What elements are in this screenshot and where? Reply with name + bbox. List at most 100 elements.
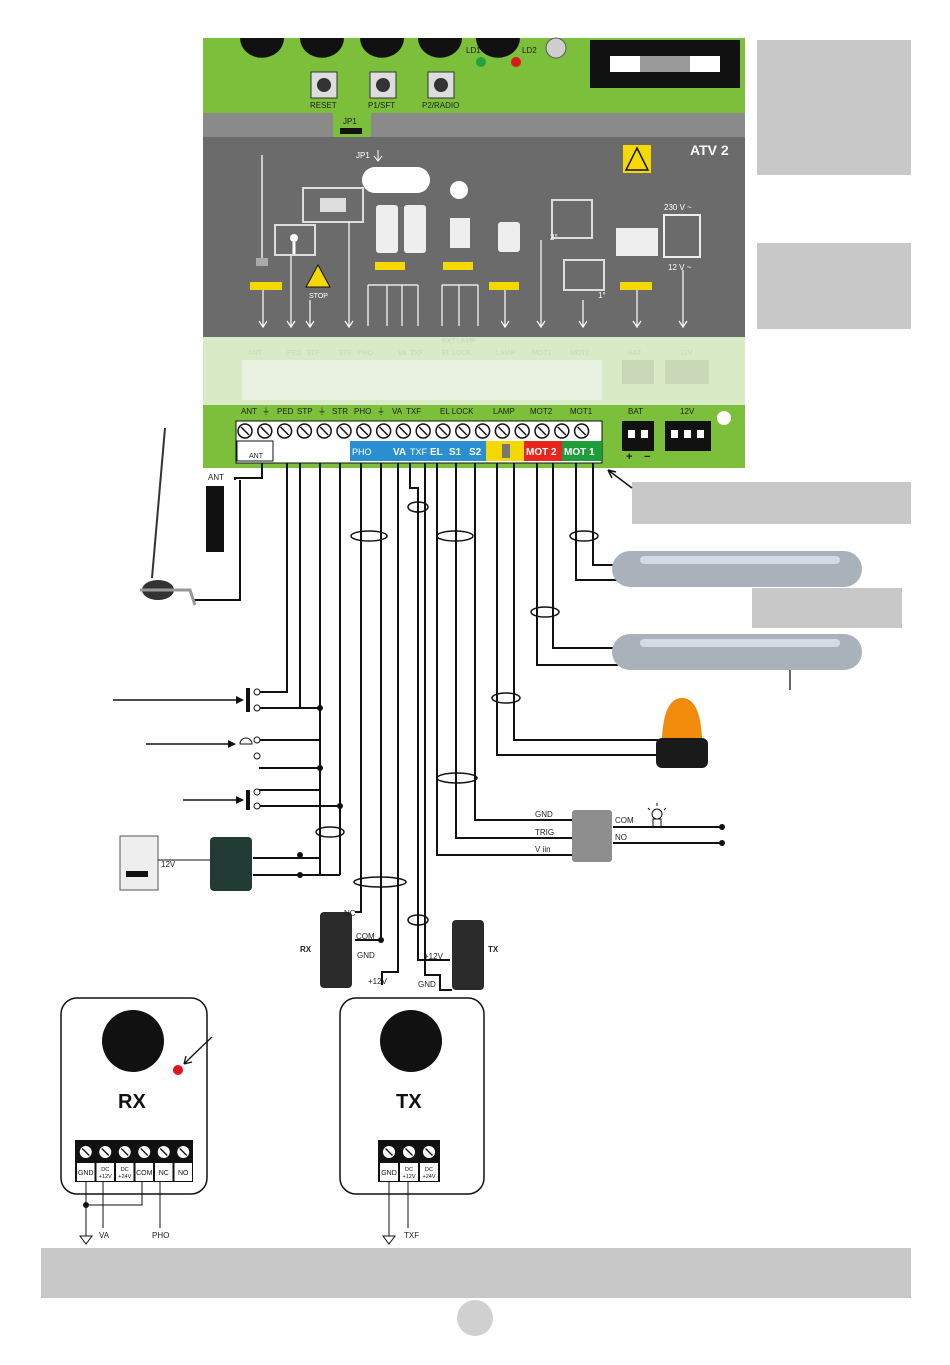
terminal-header-label: TXF — [406, 407, 421, 416]
callout-box-top — [757, 40, 911, 175]
board-model: ATV 2 — [690, 142, 729, 158]
battery-icon — [616, 228, 658, 256]
rx-label: RX — [300, 945, 312, 954]
terminal-header-label: ⏚ — [377, 407, 385, 416]
tx-photocell-icon — [452, 920, 484, 990]
footer-bar — [41, 1248, 911, 1298]
pho-terminal-label: PHO — [352, 447, 372, 457]
relay-no-label: NO — [615, 833, 627, 842]
rx-terminal-label: DC — [121, 1167, 129, 1173]
mounting-hole — [717, 411, 731, 425]
motor-gate2-icon: 2° — [550, 199, 593, 242]
stop-pushbutton-icon — [146, 736, 261, 760]
rx-terminal-cell — [77, 1163, 95, 1181]
tx-detail-title: TX — [396, 1091, 422, 1113]
ghost-header-label: EL LOCK — [442, 350, 472, 357]
led-red-icon — [511, 57, 521, 67]
rx-va-label: VA — [99, 1231, 110, 1240]
terminal-header-label: STR — [332, 407, 348, 416]
mot2-terminal-label: MOT 2 — [526, 447, 557, 458]
rx-detail-title: RX — [118, 1091, 146, 1113]
led2-label: LD2 — [522, 46, 537, 55]
ghost-header-label: ANT — [248, 350, 263, 357]
ghost-header-label: STR — [338, 350, 352, 357]
supply-main-label: 230 V ~ — [664, 203, 692, 212]
receiver-module-icon — [210, 837, 252, 891]
panel-arrows — [258, 222, 688, 329]
terminal-header-label: PED — [277, 407, 294, 416]
rx-lens-icon — [102, 1010, 164, 1072]
rx-terminal-label: COM — [136, 1170, 153, 1177]
ghost-header-label: STP — [306, 350, 320, 357]
terminal-screw-slot — [240, 426, 250, 436]
tx-terminal-screw-slot — [405, 1148, 413, 1156]
supply-low-label: 12 V ~ — [668, 263, 692, 272]
terminal-screw-slot — [537, 426, 547, 436]
v12-header-label: 12V — [680, 407, 695, 416]
callout-box-middle — [757, 243, 911, 329]
cable-rings — [315, 501, 599, 926]
rx-indicator-led-icon — [173, 1065, 183, 1075]
terminal-header-label: VA — [392, 407, 403, 416]
bat-plus-label: + — [626, 451, 632, 463]
junction-dots — [297, 705, 725, 943]
relay-vin-label: V iin — [535, 845, 551, 854]
stop-label: STOP — [309, 293, 328, 300]
rx-led-pointer-icon — [183, 1036, 213, 1065]
tx-terminal-label: DC — [425, 1167, 433, 1173]
rx-nc-label: NC — [344, 909, 356, 918]
relay-trig-label: TRIG — [535, 828, 554, 837]
tx-gnd-label: GND — [418, 980, 436, 989]
svg-text:2°: 2° — [550, 233, 558, 242]
terminal-screw-slot — [517, 426, 527, 436]
bat-header-label: BAT — [628, 407, 643, 416]
ped-pushbutton-icon — [113, 688, 261, 712]
keypad-voltage-label: 12V — [161, 860, 176, 869]
photocell-pair-icon — [376, 205, 426, 253]
tx-txf-label: TXF — [404, 1231, 419, 1240]
terminal-screw-slot — [478, 426, 488, 436]
rx-detail-wires — [79, 1182, 161, 1245]
rx-terminal-label: GND — [78, 1170, 94, 1177]
callout-arrow-icon — [607, 469, 633, 489]
relay-gnd-label: GND — [535, 810, 553, 819]
ghost-header-label: LAMP — [496, 350, 515, 357]
tx-terminal-label: DC — [405, 1167, 413, 1173]
ghost-header-label: MOT2 — [532, 350, 552, 357]
terminal-screw-slot — [339, 426, 349, 436]
led-green-icon — [476, 57, 486, 67]
bat-minus-label: − — [644, 451, 650, 463]
callout-box-motor — [752, 588, 902, 628]
rx-terminal-cell — [96, 1163, 114, 1181]
ghost-12v-connector — [665, 360, 709, 384]
stop-warning-icon: STOP — [305, 263, 331, 300]
rx-terminal-screw-slot — [81, 1148, 90, 1156]
rx-terminal-block — [75, 1140, 193, 1182]
str-pushbutton-icon — [183, 788, 261, 810]
tx-terminal-label: GND — [381, 1170, 397, 1177]
terminal-screw-slot — [497, 426, 507, 436]
relay-com-label: COM — [615, 816, 634, 825]
warning-sign-icon — [623, 145, 651, 173]
down-arrow-icon — [373, 150, 383, 162]
mot2-terminal — [524, 441, 562, 461]
terminal-header-label: ANT — [241, 407, 257, 416]
tx-terminal-screw-slot — [425, 1148, 433, 1156]
terminal-screw-slot — [577, 426, 587, 436]
jumper-arrow-label: JP1 — [356, 151, 370, 160]
s2-terminal-label: S2 — [469, 447, 482, 458]
antenna-cable-icon — [206, 486, 224, 552]
mot1-terminal — [562, 441, 602, 461]
terminal-screw-slot — [260, 426, 270, 436]
ellock-terminal — [428, 441, 486, 461]
tx-terminal-label: +24V — [423, 1174, 436, 1180]
terminal-header-label: LAMP — [493, 407, 515, 416]
terminal-screw-slot — [379, 426, 389, 436]
fuse-holder-icon — [590, 40, 740, 88]
pedestrian-gate-icon — [274, 224, 316, 256]
transformer-icon: 230 V ~ 12 V ~ — [663, 203, 701, 272]
keypad-device-icon — [119, 835, 159, 891]
